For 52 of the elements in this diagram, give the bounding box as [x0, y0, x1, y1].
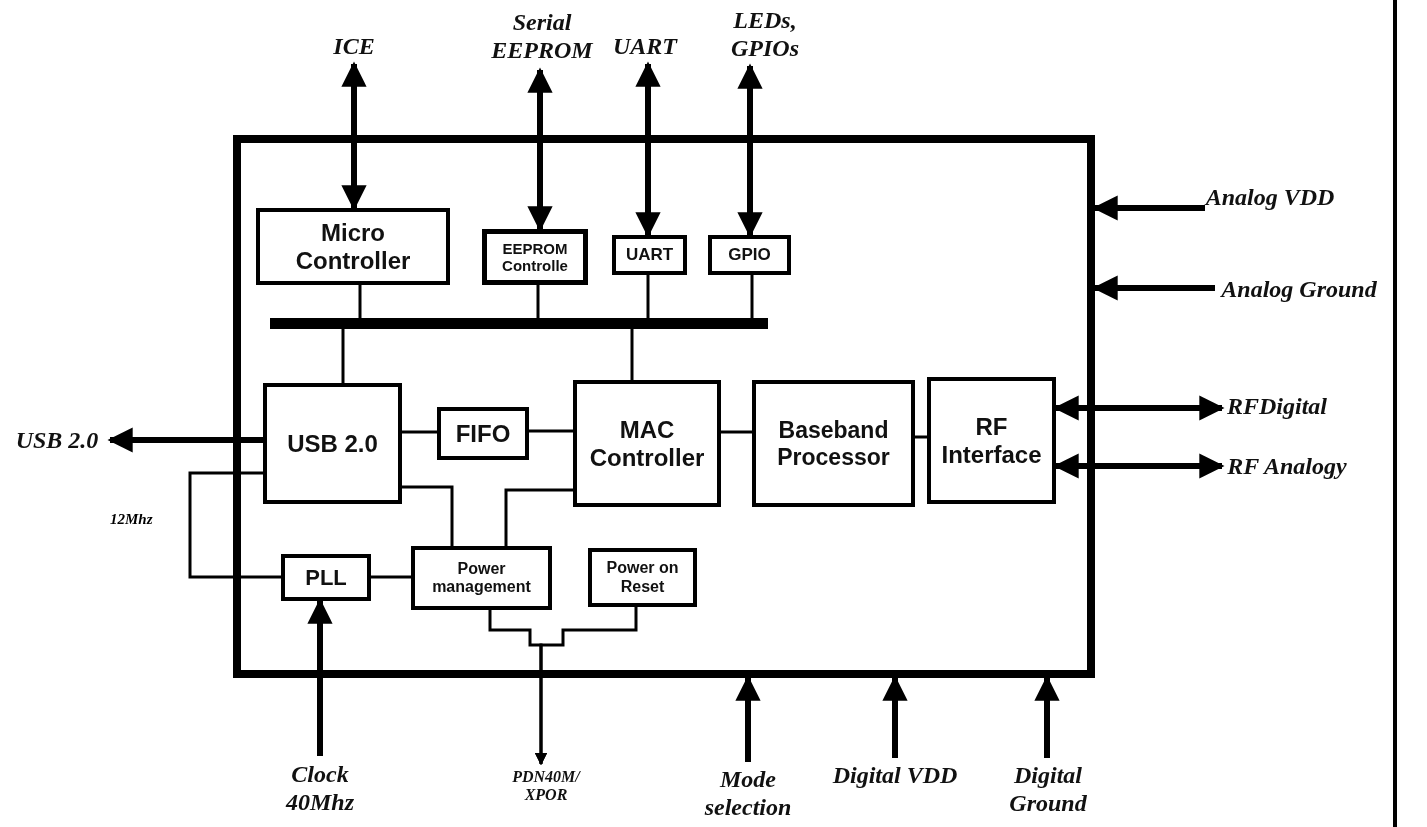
signal-label: Mode selection [700, 762, 796, 826]
function-block: FIFO [437, 407, 529, 460]
connector-line [358, 285, 362, 318]
function-block: Power on Reset [588, 548, 697, 607]
function-block: GPIO [708, 235, 791, 275]
connector-line [630, 329, 634, 380]
connector-line [188, 471, 281, 579]
arrow [107, 427, 263, 453]
arrow [735, 675, 761, 762]
function-block: PLL [281, 554, 371, 601]
function-block: UART [612, 235, 687, 275]
signal-label: LEDs, GPIOs [710, 4, 820, 66]
signal-label: Serial EEPROM [482, 4, 602, 70]
signal-label: Analog VDD [1205, 180, 1335, 216]
connector-line [646, 275, 650, 318]
arrow [534, 607, 638, 766]
chip-outline [233, 135, 1095, 678]
signal-label: USB 2.0 [4, 424, 110, 458]
signal-label: ICE [314, 30, 394, 64]
arrow [635, 61, 661, 238]
function-block: Power management [411, 546, 552, 610]
signal-label: Digital Ground [996, 758, 1100, 822]
arrow [341, 61, 367, 211]
connector-line [536, 285, 540, 318]
signal-label: PDN40M/ XPOR [496, 764, 596, 808]
arrow [1092, 275, 1215, 301]
function-block: MAC Controller [573, 380, 721, 507]
connector-line [750, 275, 754, 318]
signal-label: UART [600, 30, 690, 64]
function-block: EEPROM Controlle [482, 229, 588, 285]
connector-line [341, 329, 345, 383]
signal-label: RFDigital [1222, 390, 1332, 424]
connector-line [371, 575, 411, 579]
signal-label: Clock 40Mhz [268, 756, 372, 822]
connector-line [915, 435, 927, 439]
connector-line [504, 488, 573, 546]
signal-label: RF Analogy [1222, 450, 1352, 484]
connector-line [402, 430, 437, 434]
function-block: Micro Controller [256, 208, 450, 285]
arrow [882, 675, 908, 758]
signal-label: Digital VDD [818, 758, 972, 794]
arrow [1092, 195, 1205, 221]
function-block: USB 2.0 [263, 383, 402, 504]
signal-label: Analog Ground [1215, 272, 1383, 308]
connector-line [402, 485, 454, 546]
bus-bar [270, 318, 768, 329]
function-block: RF Interface [927, 377, 1056, 504]
arrow [737, 63, 763, 238]
connector-line [529, 429, 573, 433]
function-block: Baseband Processor [752, 380, 915, 507]
connector-line [721, 430, 752, 434]
arrow [1034, 675, 1060, 758]
